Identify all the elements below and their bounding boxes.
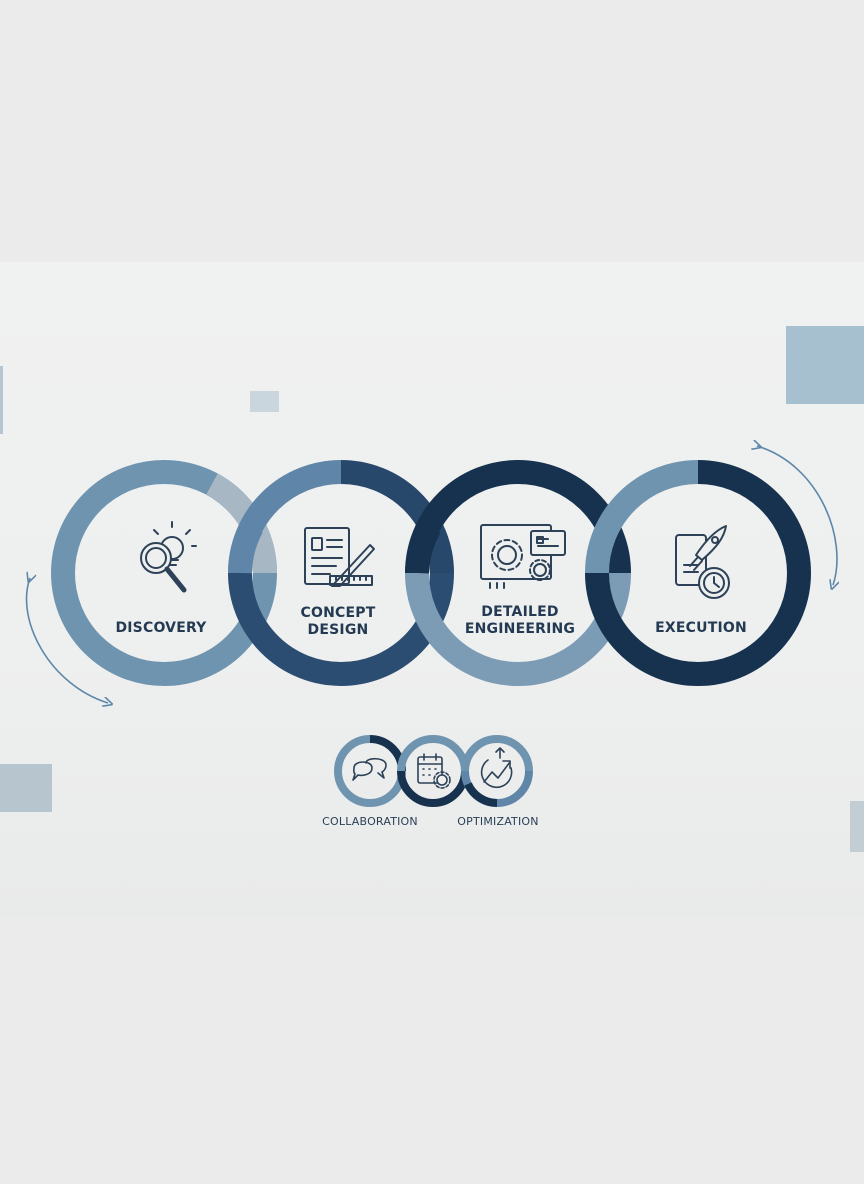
ring-interlock [405,521,441,574]
cycle-arrow-left [25,578,108,703]
decorative-square [786,326,864,404]
decorative-square [250,391,279,412]
document-ruler-icon [304,527,375,587]
ring-optimization [461,735,533,807]
ring-collaboration [334,735,406,807]
gear-blueprint-icon [480,524,566,589]
trend-arrow-icon [480,747,513,789]
calendar-gear-icon [417,753,451,789]
chat-bubbles-icon [352,757,387,781]
stage-label-discovery: DISCOVERY [115,620,207,636]
stage-label-execution: EXECUTION [655,620,747,636]
magnifier-lightbulb-icon [140,521,197,593]
stage-label-concept-line1: CONCEPT [301,605,376,621]
ring-planning [397,735,469,807]
ring-interlock [228,521,263,574]
stage-label-engineering-line1: DETAILED [481,604,558,620]
decorative-bar [0,366,3,434]
decorative-square [0,764,52,812]
stage-label-concept-line2: DESIGN [308,622,369,638]
support-label-collaboration: COLLABORATION [322,815,418,828]
stage-label-engineering-line2: ENGINEERING [465,621,575,637]
ring-execution [585,460,811,686]
rocket-clock-icon [675,525,730,599]
support-label-optimization: OPTIMIZATION [457,815,538,828]
cycle-arrow-right [757,446,837,585]
decorative-bar [850,801,864,852]
